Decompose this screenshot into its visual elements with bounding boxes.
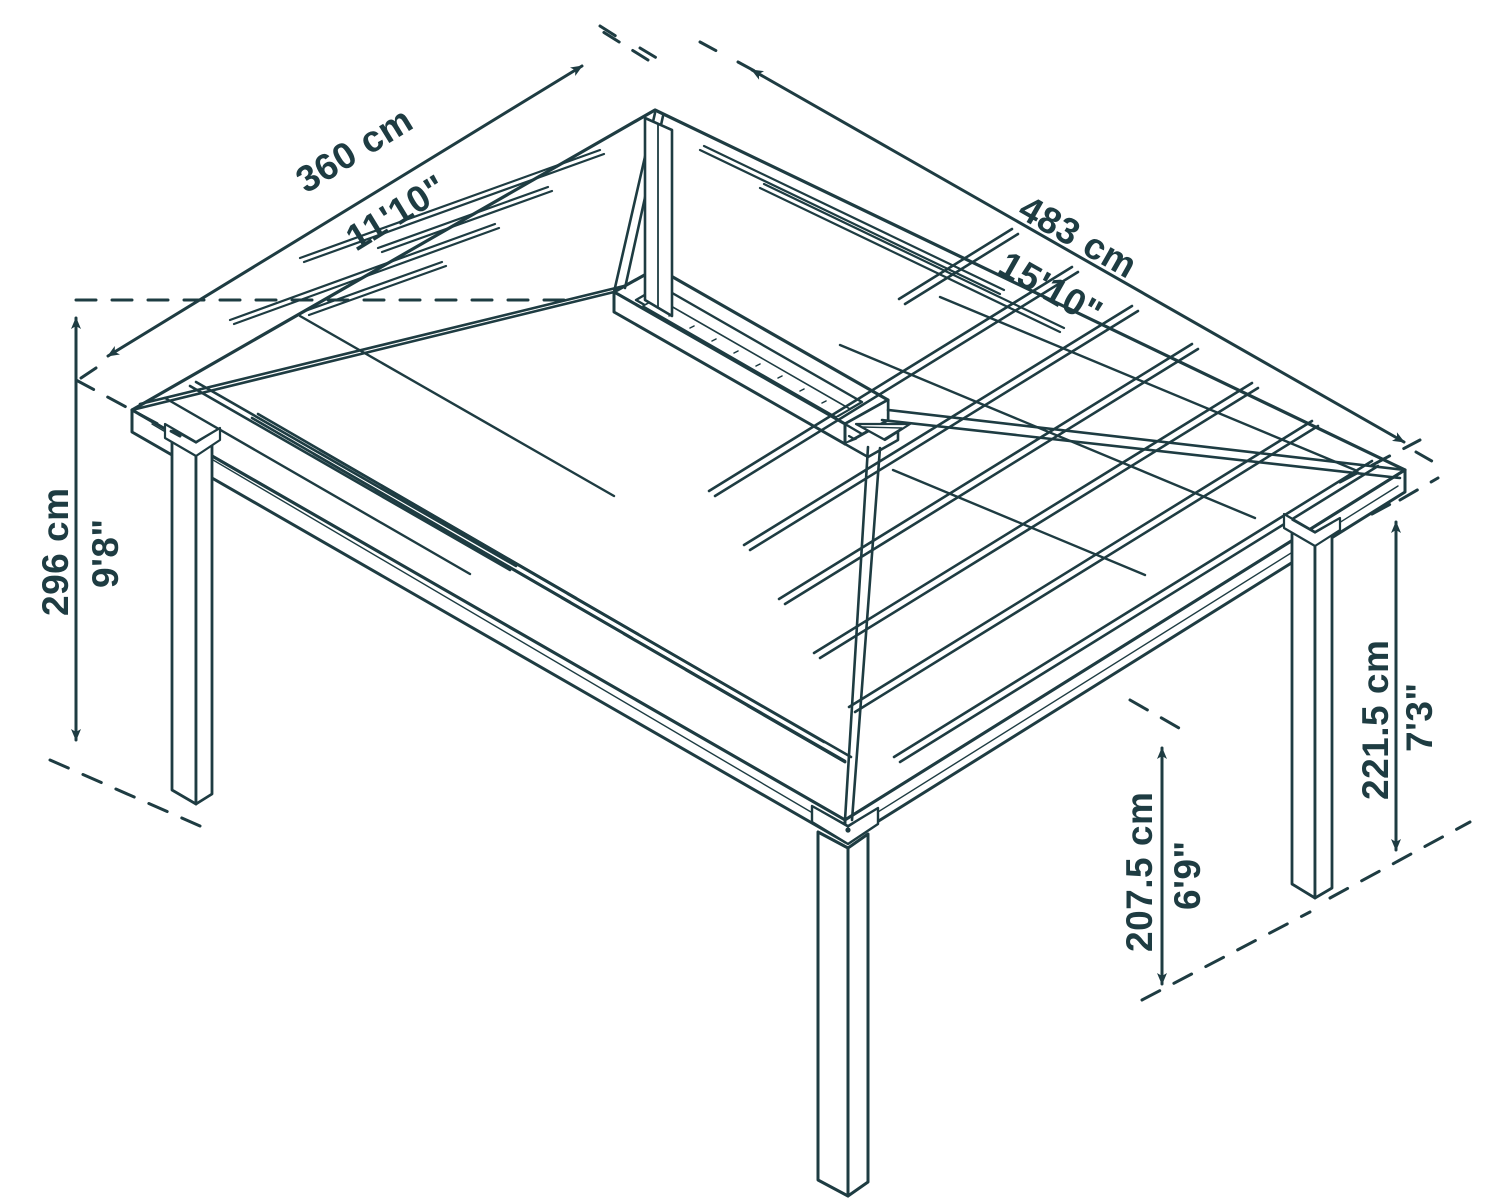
roof-outline: [130, 108, 1407, 844]
dimension-length-483: [698, 40, 1446, 484]
post-left: [163, 422, 222, 806]
post-front-center: [810, 804, 880, 1198]
post-right: [1282, 512, 1342, 900]
label-overall-height-cm: 296 cm: [35, 488, 76, 617]
label-eave-height-cm: 221.5 cm: [1355, 640, 1396, 800]
dimension-eave-height-221: [1328, 476, 1472, 900]
label-overall-height-ft: 9'8": [85, 519, 126, 589]
dimension-width-360: [70, 24, 662, 386]
dimension-clearance-207: [1128, 698, 1312, 1002]
roof-assembly: [130, 108, 1407, 844]
dimension-overall-height-296: [48, 316, 202, 828]
roof-panel-ribs-left: [188, 380, 853, 764]
label-clearance-ft: 6'9": [1167, 841, 1208, 911]
label-eave-height-ft: 7'3": [1399, 683, 1440, 753]
label-clearance-cm: 207.5 cm: [1119, 792, 1160, 952]
posts-assembly: [163, 116, 1342, 1198]
post-rear-ridge: [643, 116, 674, 318]
